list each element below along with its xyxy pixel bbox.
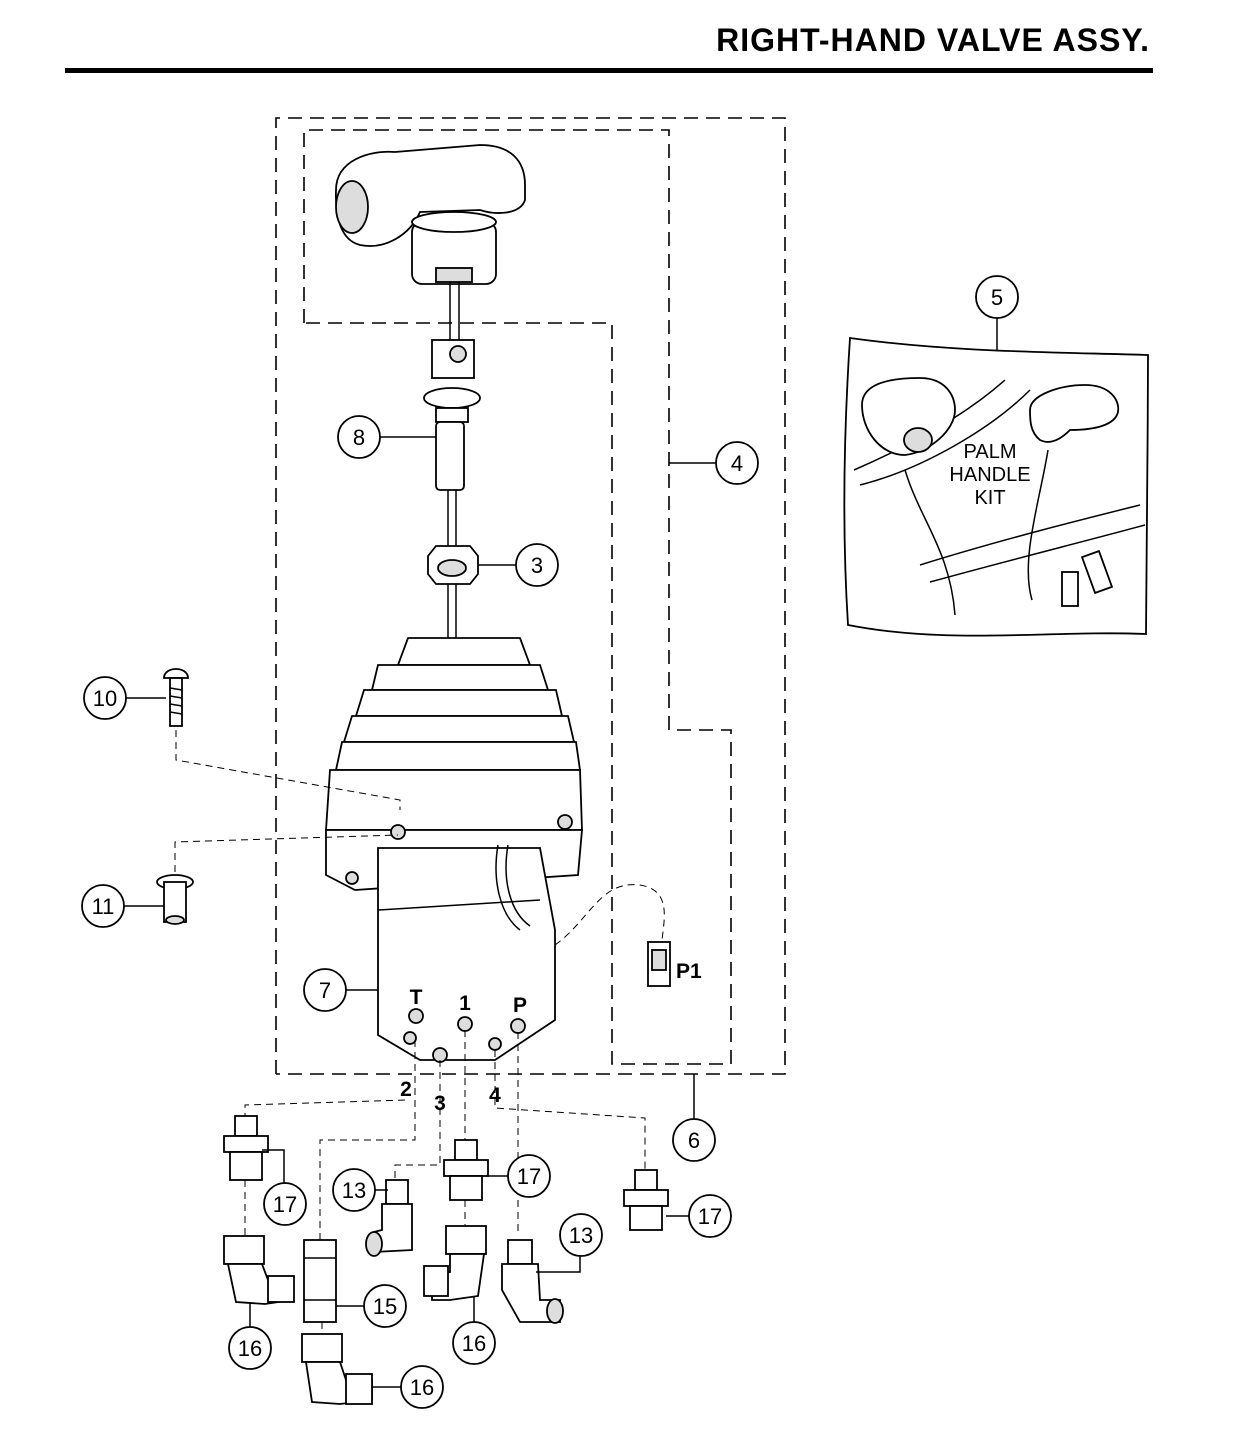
callout-10-label: 10 (93, 686, 117, 711)
port-label-p: P (513, 994, 527, 1017)
callout-16-left-label: 16 (238, 1336, 262, 1361)
callout-16-left: 16 (228, 1302, 272, 1370)
callout-17-left: 17 (262, 1149, 307, 1226)
callout-13-upper-label: 13 (342, 1178, 366, 1203)
port-leader-lines (244, 1030, 646, 1335)
callout-17-left-label: 17 (273, 1192, 297, 1217)
callout-5-label: 5 (991, 285, 1003, 310)
callout-16-center-label: 16 (462, 1331, 486, 1356)
callout-16-bottom: 16 (372, 1365, 444, 1409)
connector-p1-drawing (554, 884, 671, 987)
assembly-boundary-inner (303, 129, 732, 1065)
callout-15-label: 15 (373, 1294, 397, 1319)
callout-5: 5 (975, 275, 1019, 350)
callout-17-right-label: 17 (698, 1204, 722, 1229)
callout-16-center: 16 (452, 1296, 496, 1365)
palm-handle-drawing (335, 144, 526, 340)
coupler-15-drawing (303, 1239, 337, 1323)
hex-nut-drawing (427, 545, 479, 585)
bushing-drawing (156, 834, 399, 925)
callout-17-center-label: 17 (517, 1164, 541, 1189)
elbow-13-upper-drawing (365, 1179, 413, 1257)
callout-6: 6 (672, 1074, 716, 1162)
valve-body-drawing (377, 844, 556, 1063)
kit-label-line-3: KIT (974, 487, 1005, 509)
callout-8: 8 (337, 415, 436, 459)
callout-17-center: 17 (486, 1154, 551, 1198)
kit-label-line-1: PALM (964, 441, 1017, 463)
callout-10: 10 (83, 676, 166, 720)
bolt-drawing (163, 668, 401, 810)
elbow-16-bottom-drawing (301, 1333, 373, 1405)
port-label-1: 1 (459, 992, 471, 1015)
elbow-13-lower-drawing (501, 1239, 564, 1324)
fitting-17-center-drawing (443, 1139, 489, 1201)
callout-4-label: 4 (731, 451, 743, 476)
callout-13-lower-label: 13 (569, 1223, 593, 1248)
port-label-t: T (410, 986, 423, 1009)
port-label-3: 3 (434, 1092, 446, 1115)
callout-3-label: 3 (531, 553, 543, 578)
callout-7-label: 7 (319, 978, 331, 1003)
title-rule (65, 68, 1153, 73)
callout-13-upper: 13 (332, 1168, 388, 1212)
callout-16-bottom-label: 16 (410, 1375, 434, 1400)
callout-11: 11 (81, 884, 164, 928)
callout-15: 15 (336, 1284, 407, 1328)
palm-handle-kit-box (843, 336, 1149, 637)
connector-p1-label: P1 (676, 960, 702, 983)
callout-11-label: 11 (92, 894, 115, 919)
callout-3: 3 (478, 543, 559, 587)
page-title: RIGHT-HAND VALVE ASSY. (716, 22, 1150, 58)
callout-8-label: 8 (353, 425, 365, 450)
actuator-pin-drawing (423, 339, 481, 640)
callout-7: 7 (303, 968, 378, 1012)
callout-17-right: 17 (666, 1194, 732, 1238)
fitting-17-right-drawing (623, 1169, 669, 1231)
callout-6-label: 6 (688, 1128, 700, 1153)
elbow-16-center-drawing (423, 1225, 487, 1301)
elbow-16-left-drawing (223, 1235, 295, 1305)
callout-13-lower: 13 (536, 1213, 603, 1273)
assembly-boundary-outer (275, 117, 786, 1075)
port-label-4: 4 (489, 1084, 501, 1107)
port-label-2: 2 (400, 1078, 412, 1101)
kit-label-line-2: HANDLE (949, 464, 1030, 486)
callout-4: 4 (669, 441, 759, 485)
fitting-17-left-drawing (223, 1115, 269, 1181)
